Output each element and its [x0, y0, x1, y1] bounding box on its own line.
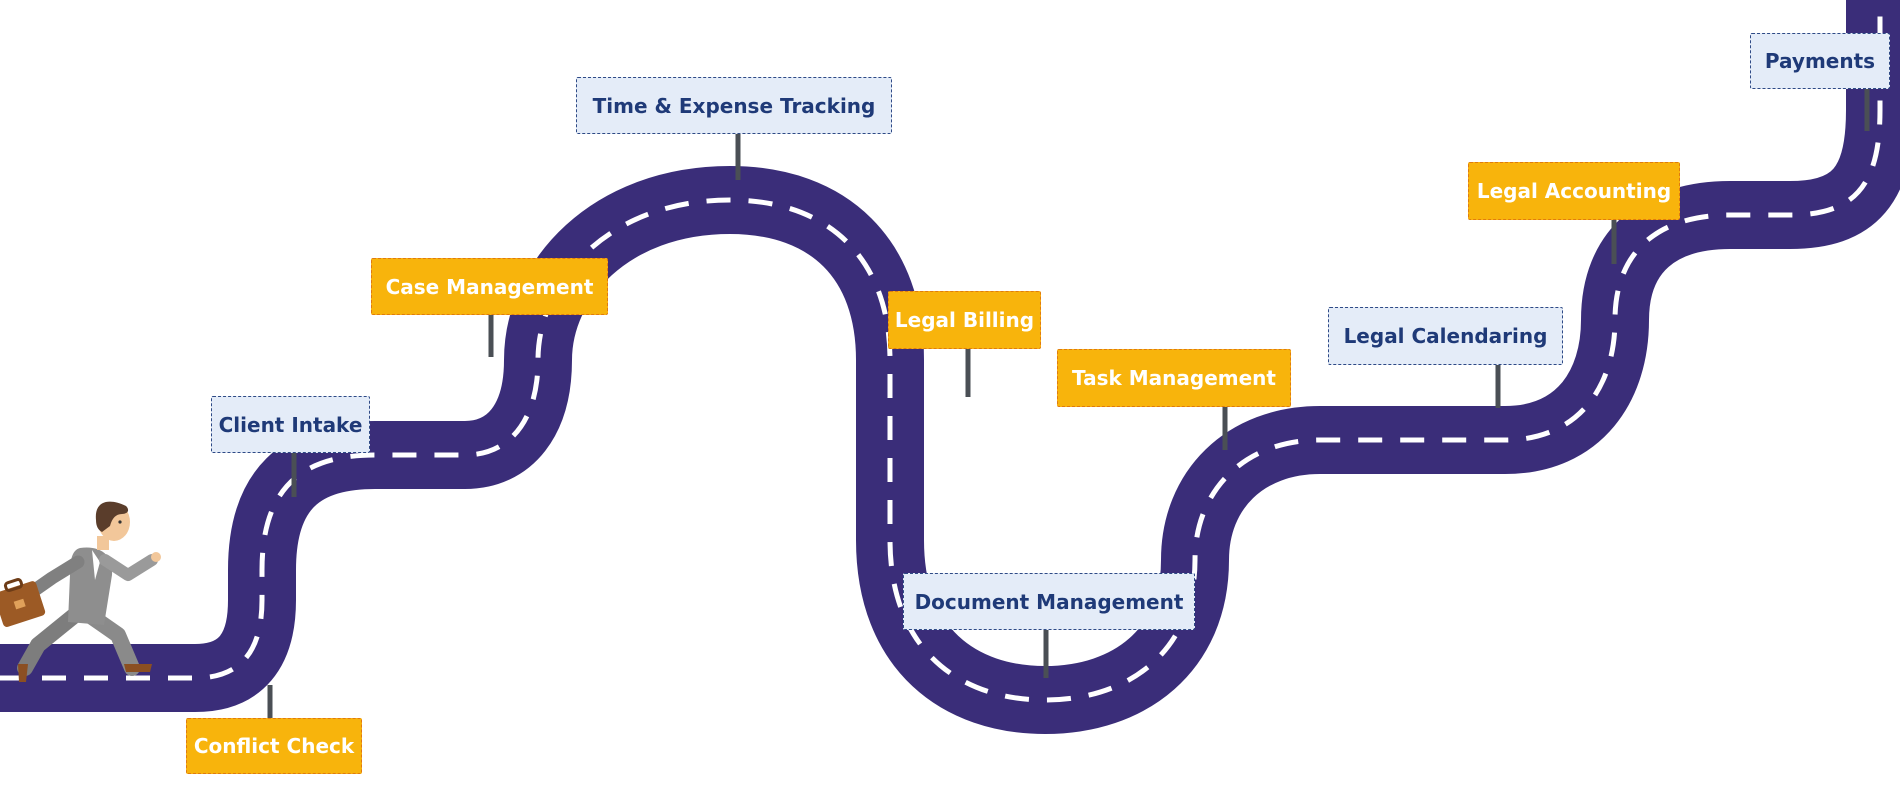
milestone-conflict-check: Conflict Check — [186, 718, 362, 774]
label-connectors — [267, 89, 1870, 718]
milestone-client-intake: Client Intake — [211, 396, 370, 453]
road-center-dashes — [0, 0, 1880, 700]
running-businessman-with-briefcase-icon — [0, 501, 161, 682]
milestone-document-management: Document Management — [903, 573, 1195, 630]
milestone-time-expense-tracking: Time & Expense Tracking — [576, 77, 892, 134]
milestone-legal-billing: Legal Billing — [888, 291, 1041, 349]
milestone-legal-calendaring: Legal Calendaring — [1328, 307, 1563, 365]
milestone-legal-accounting: Legal Accounting — [1468, 162, 1680, 220]
milestone-task-management: Task Management — [1057, 349, 1291, 407]
milestone-case-management: Case Management — [371, 258, 608, 315]
milestone-payments: Payments — [1750, 33, 1890, 89]
